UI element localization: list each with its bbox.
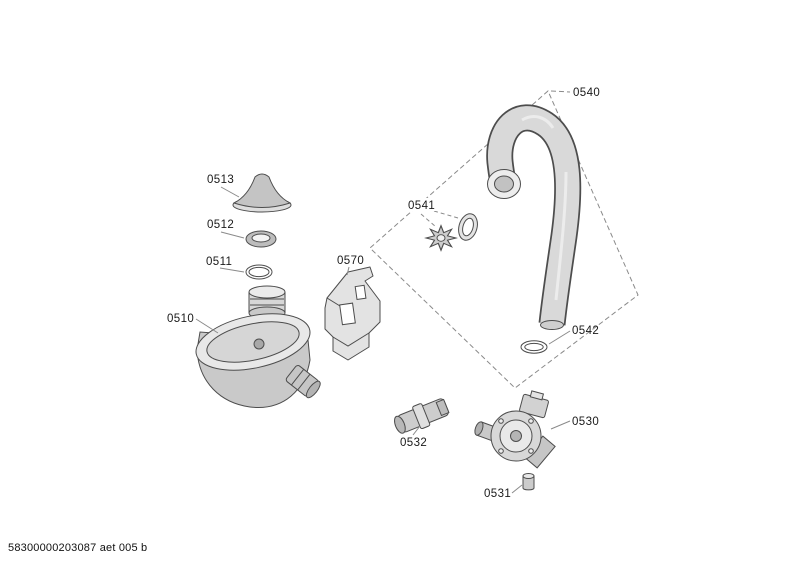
part-0512-seal-drawing: [245, 230, 277, 248]
part-0530-drain-pump-drawing: [474, 390, 556, 469]
part-label-0570: 0570: [337, 255, 364, 267]
part-label-0532: 0532: [400, 437, 427, 449]
part-0531-plug-drawing: [522, 473, 535, 491]
callout-labels: 0513 0512 0511 0510 0570 0541 0540 0542 …: [167, 87, 600, 500]
document-code: 58300000203087 aet 005 b: [8, 542, 148, 554]
part-label-0531: 0531: [484, 488, 511, 500]
leader-0511: [219, 267, 245, 273]
part-0510-sump-housing-drawing: [195, 285, 321, 408]
leader-0541-impeller: [420, 213, 437, 228]
leader-0570: [346, 266, 350, 276]
part-label-0513: 0513: [207, 174, 234, 186]
part-0511-oring-drawing: [245, 264, 273, 280]
leader-lines: [195, 186, 571, 494]
leader-0541-seal: [433, 210, 459, 219]
part-0570-bracket-drawing: [324, 266, 381, 361]
part-label-0530: 0530: [572, 416, 599, 428]
leader-0512: [220, 231, 245, 239]
leader-0510: [195, 318, 219, 334]
part-label-0511: 0511: [206, 256, 232, 268]
label-backplate-0541: [404, 198, 438, 211]
parts-layer: [195, 104, 582, 491]
leader-0530: [550, 420, 571, 430]
leader-0531: [511, 484, 523, 494]
part-label-0512: 0512: [207, 219, 234, 231]
part-label-0510: 0510: [167, 313, 194, 325]
part-label-0542: 0542: [572, 325, 599, 337]
part-0532-check-valve-drawing: [394, 398, 450, 434]
leader-0532: [412, 425, 421, 436]
part-label-0540: 0540: [573, 87, 600, 99]
part-0541-impeller-seal-drawing: [424, 213, 478, 252]
leader-0513: [220, 186, 240, 198]
part-label-0541: 0541: [408, 200, 435, 212]
part-0542-gasket-ring-drawing: [520, 340, 548, 354]
dashed-assembly-boundary: [369, 90, 639, 389]
part-0540-drain-hose-elbow-drawing: [486, 104, 582, 330]
part-0513-cap-drawing: [232, 173, 292, 213]
leader-0542: [548, 330, 571, 345]
